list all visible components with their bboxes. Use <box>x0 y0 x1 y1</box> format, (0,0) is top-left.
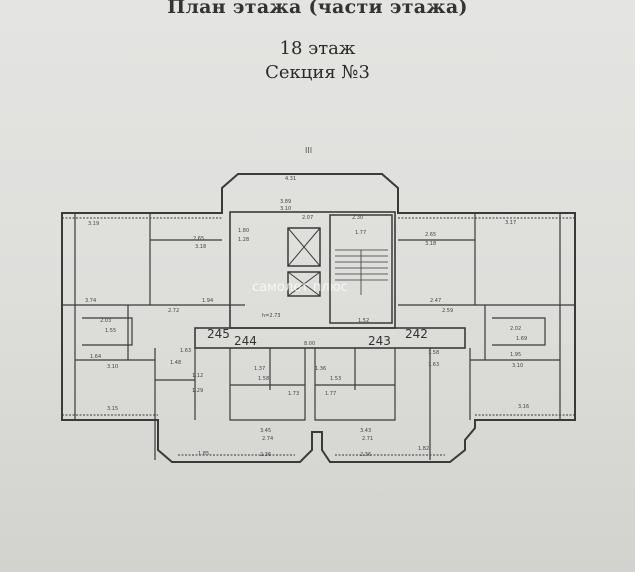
dimension-label: 3.89 <box>280 199 291 205</box>
outer-wall <box>61 173 576 463</box>
dimension-label: 1.64 <box>90 354 101 360</box>
stairwell <box>329 214 393 324</box>
corridor <box>194 327 466 349</box>
dimension-label: 1.29 <box>192 388 203 394</box>
dimension-label: 1.12 <box>192 373 203 379</box>
document-title: План этажа (части этажа) <box>167 0 468 18</box>
axis-label: III <box>305 146 313 155</box>
dimension-label: 1.80 <box>238 228 249 234</box>
dimension-label: 1.82 <box>418 446 429 452</box>
dimension-label: 2.47 <box>430 298 441 304</box>
dimension-label: 1.63 <box>428 362 439 368</box>
dimension-label: 2.02 <box>510 326 521 332</box>
dimension-label: 3.74 <box>85 298 96 304</box>
dimension-label: 3.10 <box>280 206 291 212</box>
dimension-label: 3.10 <box>107 364 118 370</box>
dimension-label: 1.95 <box>510 352 521 358</box>
dimension-label: 1.58 <box>258 376 269 382</box>
dimension-label: 1.73 <box>288 391 299 397</box>
dimension-label: 2.71 <box>362 436 373 442</box>
dimension-label: 1.48 <box>170 360 181 366</box>
balcony-lines <box>62 217 575 456</box>
dimension-label: 3.15 <box>107 406 118 412</box>
dimension-label: h=2.73 <box>262 313 281 319</box>
dimension-label: 2.65 <box>193 236 204 242</box>
elevator-1-cross <box>287 227 321 267</box>
dimension-label: 1.77 <box>355 230 366 236</box>
dimension-label: 3.45 <box>260 428 271 434</box>
apartment-number: 244 <box>234 334 257 348</box>
dimension-label: 1.58 <box>428 350 439 356</box>
dimension-label: 3.43 <box>360 428 371 434</box>
dimension-label: 2.30 <box>352 215 363 221</box>
apartment-number: 243 <box>368 334 391 348</box>
elevator-2 <box>287 271 321 297</box>
stairs <box>335 249 388 295</box>
dimension-label: 2.07 <box>302 215 313 221</box>
dimension-label: 2.74 <box>262 436 273 442</box>
dimension-label: 3.16 <box>518 404 529 410</box>
dimension-label: 8.00 <box>304 341 315 347</box>
dimension-label: 1.63 <box>180 348 191 354</box>
dimension-label: 3.17 <box>505 220 516 226</box>
dimension-label: 1.69 <box>516 336 527 342</box>
dimension-label: 2.03 <box>100 318 111 324</box>
right-partitions <box>314 213 575 460</box>
dimension-label: 2.59 <box>442 308 453 314</box>
dimension-label: 1.53 <box>330 376 341 382</box>
dimension-label: 3.19 <box>88 221 99 227</box>
dimension-label: 2.36 <box>360 452 371 458</box>
elevator-1 <box>287 227 321 267</box>
dimension-label: 1.28 <box>238 237 249 243</box>
core <box>229 211 396 329</box>
plan-walls <box>61 173 576 463</box>
dimension-label: 1.55 <box>105 328 116 334</box>
elevator-2-cross <box>287 271 321 297</box>
dimension-label: 3.18 <box>195 244 206 250</box>
dimension-label: 2.72 <box>168 308 179 314</box>
dimension-label: 1.52 <box>358 318 369 324</box>
dimension-label: 3.18 <box>425 241 436 247</box>
left-partitions <box>62 213 306 460</box>
floor-label: 18 этаж <box>279 38 356 59</box>
dimension-label: 3.10 <box>512 363 523 369</box>
dimension-label: 1.36 <box>315 366 326 372</box>
dimension-label: 1.94 <box>202 298 213 304</box>
dimension-label: 2.36 <box>260 452 271 458</box>
dimension-label: 4.31 <box>285 176 296 182</box>
dimension-label: 1.77 <box>325 391 336 397</box>
apartment-number: 242 <box>405 327 428 341</box>
dimension-label: 1.85 <box>198 451 209 457</box>
dimension-label: 1.37 <box>254 366 265 372</box>
watermark: самолет плюс <box>252 280 348 295</box>
section-label: Секция №3 <box>265 62 370 83</box>
dimension-label: 2.65 <box>425 232 436 238</box>
apartment-number: 245 <box>207 327 230 341</box>
apartment-numbers: 245 244 243 242 <box>207 327 428 348</box>
